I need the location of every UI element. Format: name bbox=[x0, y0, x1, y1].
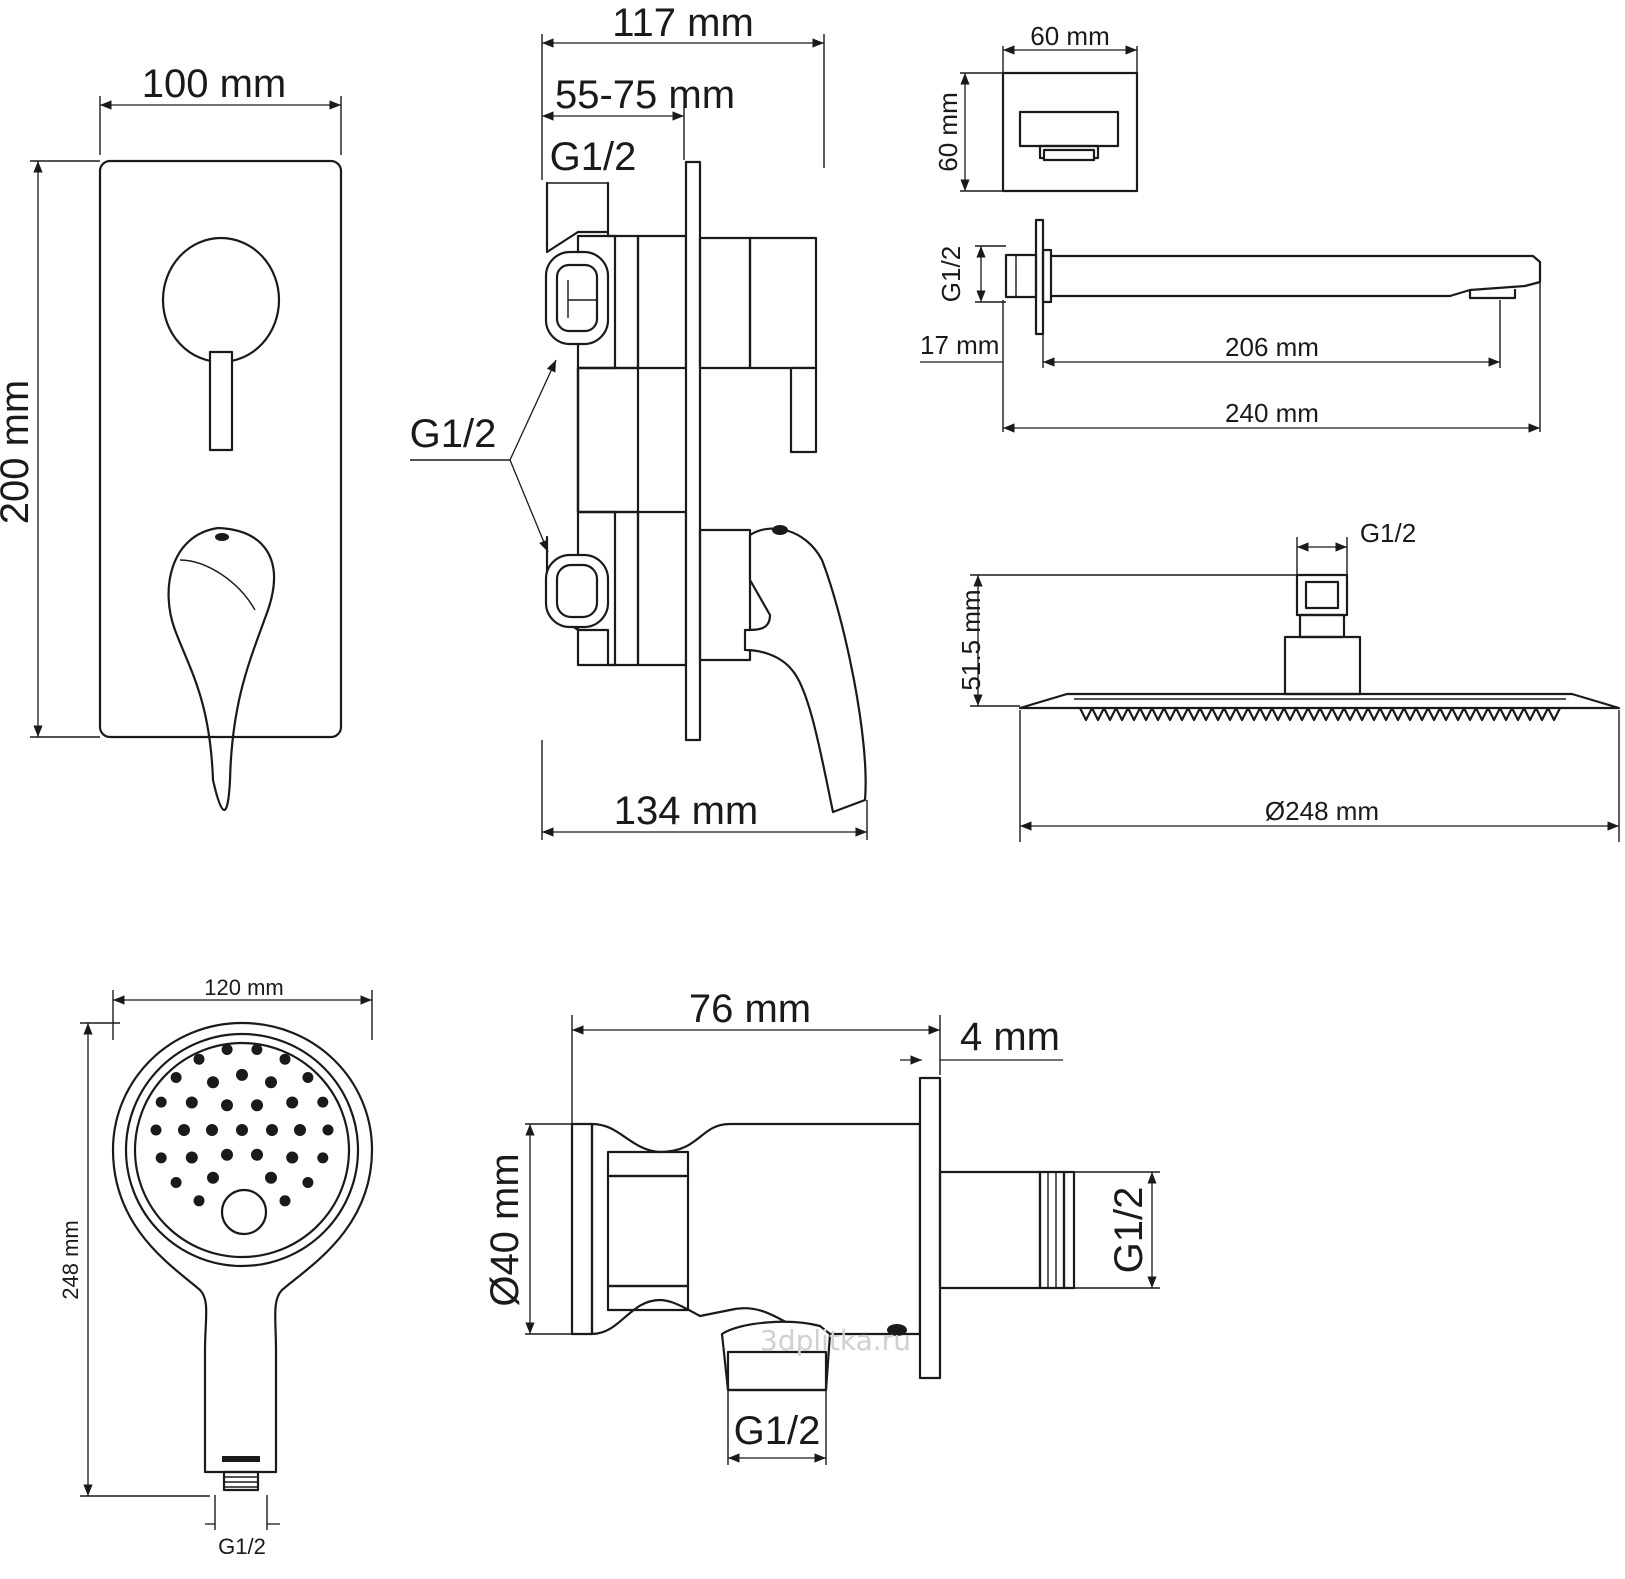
outlet-diameter-label: Ø40 mm bbox=[483, 1153, 527, 1306]
spout-projection-label: 206 mm bbox=[1225, 332, 1319, 362]
spout-thread-label: G1/2 bbox=[936, 246, 966, 302]
nozzle-dot bbox=[221, 1044, 233, 1055]
outlet-side-thread-label: G1/2 bbox=[1107, 1187, 1151, 1274]
diverter-knob bbox=[161, 236, 281, 364]
mixer-cover-plate bbox=[98, 159, 343, 739]
nozzle-dot bbox=[317, 1096, 329, 1108]
shower-head-drawing: G1/2 51.5 mm Ø248 mm bbox=[956, 518, 1621, 842]
shower-height-label: 51.5 mm bbox=[956, 589, 986, 690]
top-port bbox=[544, 250, 610, 346]
nozzle-dot bbox=[185, 1151, 198, 1164]
shower-diameter-label: Ø248 mm bbox=[1265, 796, 1379, 826]
bottom-port bbox=[544, 553, 610, 629]
nozzle-dot bbox=[251, 1044, 263, 1055]
outlet-depth-label: 76 mm bbox=[689, 987, 811, 1031]
shower-nozzles bbox=[1078, 706, 1562, 722]
spray-selector bbox=[220, 1188, 268, 1236]
nozzle-dot bbox=[207, 1171, 219, 1184]
nozzle-dot bbox=[286, 1096, 299, 1109]
nozzle-dot bbox=[286, 1151, 299, 1164]
diverter-handle bbox=[208, 350, 234, 452]
nozzle-dot bbox=[265, 1171, 277, 1184]
nozzle-dot bbox=[236, 1068, 248, 1081]
wall-plate bbox=[684, 160, 702, 742]
nozzle-dot bbox=[279, 1053, 291, 1065]
mixer-lever bbox=[167, 526, 276, 812]
nozzle-dot bbox=[279, 1195, 291, 1207]
top-thread-label: G1/2 bbox=[550, 135, 637, 179]
mixer-side-view: 117 mm 55-75 mm G1/2 134 mm G1/2 bbox=[410, 1, 868, 840]
nozzle-dot bbox=[193, 1053, 205, 1065]
spout-drawing: 60 mm 60 mm G1/2 17 mm 206 mm 240 mm bbox=[920, 21, 1542, 433]
nozzle-dot bbox=[207, 1076, 219, 1089]
side-lever bbox=[743, 527, 867, 814]
embed-depth-label: 55-75 mm bbox=[555, 73, 735, 117]
hand-thread-label: G1/2 bbox=[218, 1534, 266, 1559]
nozzle-dot bbox=[170, 1177, 182, 1188]
shower-thread-label: G1/2 bbox=[1360, 518, 1416, 548]
outlet-body bbox=[590, 1122, 922, 1336]
nozzle-dot bbox=[185, 1096, 198, 1109]
nozzle-dot bbox=[206, 1124, 218, 1136]
lever-depth-label: 134 mm bbox=[614, 789, 759, 833]
wall-outlet-drawing: 76 mm 4 mm Ø40 mm G1/2 G1/2 3dplitka.ru bbox=[483, 987, 1160, 1465]
mixer-height-label: 200 mm bbox=[0, 380, 37, 525]
spout-flange-label: 17 mm bbox=[920, 330, 999, 360]
nozzle-dot bbox=[265, 1076, 277, 1089]
nozzle-dot bbox=[178, 1124, 190, 1136]
spout-length-label: 240 mm bbox=[1225, 398, 1319, 428]
hand-length-label: 248 mm bbox=[58, 1220, 83, 1299]
nozzle-dot bbox=[155, 1096, 167, 1108]
nozzle-dot bbox=[170, 1072, 182, 1083]
nozzle-dot bbox=[221, 1099, 233, 1112]
shower-plate bbox=[1018, 692, 1621, 710]
spout-pipe bbox=[1049, 254, 1542, 300]
outlet-thread-label: G1/2 bbox=[410, 412, 497, 456]
nozzle-dot bbox=[236, 1124, 248, 1136]
mixer-front-view: 100 mm 200 mm bbox=[0, 62, 343, 812]
spray-nozzles bbox=[150, 1044, 334, 1207]
spout-front-width-label: 60 mm bbox=[1030, 21, 1109, 51]
nozzle-dot bbox=[322, 1124, 334, 1136]
outlet-flange-label: 4 mm bbox=[960, 1015, 1060, 1059]
hand-shower-drawing: 120 mm 248 mm G1/2 bbox=[58, 975, 374, 1559]
outlet-flange bbox=[918, 1076, 942, 1380]
nozzle-dot bbox=[294, 1124, 306, 1136]
nozzle-dot bbox=[317, 1152, 329, 1164]
watermark: 3dplitka.ru bbox=[760, 1324, 911, 1357]
nozzle-dot bbox=[266, 1124, 278, 1136]
outlet-cap bbox=[570, 1122, 594, 1336]
diverter-stem bbox=[789, 366, 818, 454]
nozzle-dot bbox=[302, 1177, 314, 1188]
hand-width-label: 120 mm bbox=[204, 975, 283, 1000]
nozzle-dot bbox=[302, 1072, 314, 1083]
nozzle-dot bbox=[193, 1195, 205, 1207]
nozzle-dot bbox=[150, 1124, 162, 1136]
outlet-bottom-nozzle bbox=[720, 1320, 832, 1392]
nozzle-dot bbox=[251, 1099, 263, 1112]
nozzle-dot bbox=[155, 1152, 167, 1164]
spout-front-plate bbox=[1001, 71, 1139, 193]
mixer-width-label: 100 mm bbox=[142, 62, 287, 106]
shower-neck bbox=[1283, 635, 1362, 696]
nozzle-dot bbox=[251, 1148, 263, 1161]
outlet-bottom-thread-label: G1/2 bbox=[734, 1409, 821, 1453]
nozzle-dot bbox=[221, 1148, 233, 1161]
total-depth-label: 117 mm bbox=[612, 1, 754, 45]
spout-front-height-label: 60 mm bbox=[933, 92, 963, 171]
